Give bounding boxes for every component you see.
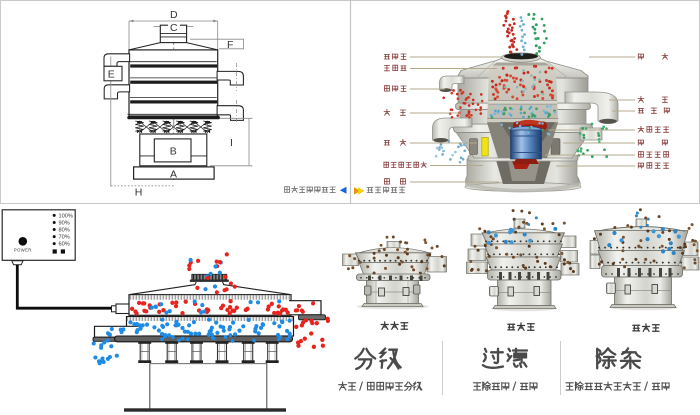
svg-text:90%: 90% [59, 221, 70, 227]
svg-text:70%: 70% [59, 235, 70, 241]
svg-text:H: H [135, 187, 143, 199]
svg-text:C: C [170, 22, 178, 34]
svg-text:60%: 60% [59, 242, 70, 248]
svg-text:80%: 80% [59, 228, 70, 234]
svg-text:A: A [170, 168, 177, 180]
svg-text:POWER: POWER [14, 248, 32, 253]
svg-text:F: F [227, 39, 233, 51]
svg-text:100%: 100% [59, 214, 73, 220]
svg-text:E: E [108, 69, 115, 81]
svg-text:I: I [230, 137, 233, 149]
svg-text:B: B [170, 146, 177, 158]
svg-text:D: D [170, 9, 178, 21]
